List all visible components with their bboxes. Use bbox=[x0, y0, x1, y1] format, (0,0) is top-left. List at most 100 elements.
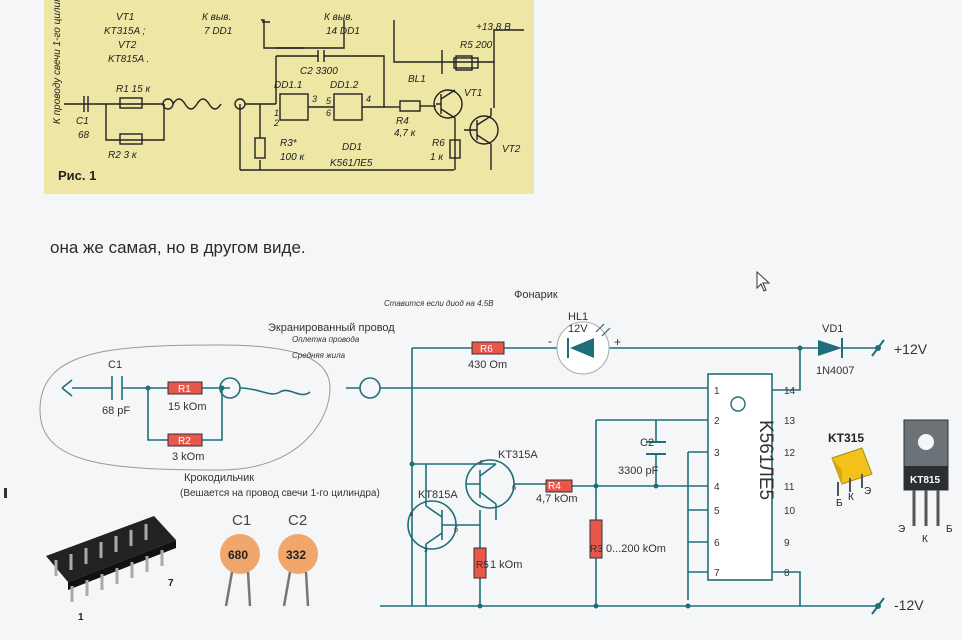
scan-supply: +13,8 В bbox=[476, 22, 511, 33]
scan-vt2b: VT2 bbox=[502, 144, 521, 155]
scan-p6: 6 bbox=[326, 108, 331, 118]
label-r4: R4 bbox=[548, 481, 561, 492]
scan-vt1b: VT1 bbox=[464, 88, 482, 99]
label-r1: R1 bbox=[178, 384, 191, 395]
label-b1: б bbox=[512, 484, 516, 492]
label-ic: K561ЛЕ5 bbox=[755, 420, 776, 500]
label-c1: C1 bbox=[108, 359, 122, 371]
label-k2: к bbox=[410, 511, 414, 518]
resistor-r1 bbox=[167, 381, 203, 395]
label-r5v: 1 kOm bbox=[490, 559, 522, 571]
label-flashlight: Фонарик bbox=[514, 289, 558, 301]
label-r6: R6 bbox=[480, 344, 493, 355]
ic-pin-left: 5 bbox=[714, 506, 720, 517]
ic-pin-right: 8 bbox=[784, 568, 790, 579]
scan-r3v: 100 к bbox=[280, 152, 305, 163]
label-e4: Э bbox=[898, 524, 905, 535]
ic-pin-right: 13 bbox=[784, 416, 796, 427]
ic-pin-left: 1 bbox=[714, 386, 720, 397]
scan-vt1: VT1 bbox=[116, 12, 134, 23]
label-vd1v: 1N4007 bbox=[816, 365, 855, 377]
scan-dd12: DD1.2 bbox=[330, 80, 359, 91]
label-kt815: KT815 bbox=[910, 475, 940, 486]
scan-pin14b: 14 DD1 bbox=[326, 26, 360, 37]
ic-pin-right: 12 bbox=[784, 448, 796, 459]
chip-pin7: 7 bbox=[168, 578, 174, 589]
scan-c2: C2 3300 bbox=[300, 66, 338, 77]
scan-pin7: К выв. bbox=[202, 12, 231, 23]
scan-r2: R2 3 к bbox=[108, 150, 138, 161]
label-e2: э bbox=[424, 547, 428, 554]
label-r5: R5 bbox=[476, 560, 489, 571]
ic-pin-left: 2 bbox=[714, 416, 720, 427]
label-vd1: VD1 bbox=[822, 323, 843, 335]
svg-text:+: + bbox=[614, 335, 621, 349]
resistor-r5 bbox=[473, 547, 487, 579]
scan-r1: R1 15 к bbox=[116, 84, 151, 95]
label-b4: Б bbox=[946, 524, 953, 535]
scan-r4: R4 bbox=[396, 116, 409, 127]
scan-r3: R3* bbox=[280, 138, 298, 149]
ic-pin-right: 9 bbox=[784, 538, 790, 549]
label-r3v: 0...200 kOm bbox=[606, 543, 666, 555]
label-core: Средняя жила bbox=[292, 351, 346, 360]
scan-p1: 1 bbox=[274, 108, 279, 118]
scan-r5: R5 200 bbox=[460, 40, 493, 51]
scan-vt2-type: KT815A . bbox=[108, 54, 149, 65]
scan-wire-label: К проводу свечи 1-го цилиндра bbox=[52, 0, 63, 124]
scanned-schematic: К проводу свечи 1-го цилиндра VT1 KT315A… bbox=[44, 0, 534, 194]
scan-c1v: 68 bbox=[78, 130, 90, 141]
ic-pin-left: 6 bbox=[714, 538, 720, 549]
cap1-value: 680 bbox=[228, 548, 248, 562]
ic-pin-right: 10 bbox=[784, 506, 796, 517]
label-e3: Э bbox=[864, 486, 871, 497]
ic-k561le5 bbox=[707, 373, 773, 581]
scan-vt1-type: KT315A ; bbox=[104, 26, 146, 37]
label-c2v: 3300 pF bbox=[618, 465, 659, 477]
label-clip-note: (Вешается на провод свечи 1-го цилиндра) bbox=[180, 488, 380, 499]
cap2-label: C2 bbox=[288, 512, 307, 529]
scan-r4v: 4,7 к bbox=[394, 128, 417, 139]
ic-pin-left: 4 bbox=[714, 482, 720, 493]
ic-pin-right: 14 bbox=[784, 386, 796, 397]
scan-r6: R6 bbox=[432, 138, 445, 149]
label-kt315a: KT315A bbox=[498, 449, 538, 461]
label-r1v: 15 kOm bbox=[168, 401, 207, 413]
label-r3: R3 bbox=[590, 544, 603, 555]
label-hl1: HL1 bbox=[568, 311, 588, 323]
label-plus12: +12V bbox=[894, 341, 928, 357]
label-r6v: 430 Om bbox=[468, 359, 507, 371]
label-note: Ставится если диод на 4.5В bbox=[384, 299, 494, 308]
resistor-r4 bbox=[545, 479, 573, 493]
label-b2: б bbox=[454, 526, 458, 534]
dip-chip-illustration: 1 7 bbox=[46, 516, 176, 623]
label-screened: Экранированный провод bbox=[268, 322, 395, 334]
svg-text:-: - bbox=[548, 334, 552, 348]
label-minus12: -12V bbox=[894, 597, 924, 613]
ic-pin-left: 7 bbox=[714, 568, 720, 579]
label-k1: к bbox=[480, 459, 484, 466]
cap2-value: 332 bbox=[286, 548, 306, 562]
label-k3: К bbox=[848, 492, 854, 503]
label-hl1v: 12V bbox=[568, 323, 588, 335]
edge-mark bbox=[4, 488, 7, 498]
ceramic-capacitors: C1 C2 680 332 bbox=[220, 512, 318, 607]
ic-pin-left: 3 bbox=[714, 448, 720, 459]
label-c2: C2 bbox=[640, 437, 654, 449]
resistor-r3 bbox=[589, 519, 603, 559]
resistor-r6 bbox=[471, 341, 505, 355]
scan-p4: 4 bbox=[366, 94, 371, 104]
caption-text: она же самая, но в другом виде. bbox=[50, 238, 306, 257]
label-c1v: 68 pF bbox=[102, 405, 130, 417]
chip-pin1: 1 bbox=[78, 612, 84, 623]
scan-p5: 5 bbox=[326, 96, 332, 106]
scan-dd1: DD1 bbox=[342, 142, 362, 153]
scan-p2: 2 bbox=[273, 118, 279, 128]
scan-fig-label: Рис. 1 bbox=[58, 168, 96, 183]
scan-r6v: 1 к bbox=[430, 152, 444, 163]
scan-pin7b: 7 DD1 bbox=[204, 26, 232, 37]
label-b3: Б bbox=[836, 498, 843, 509]
